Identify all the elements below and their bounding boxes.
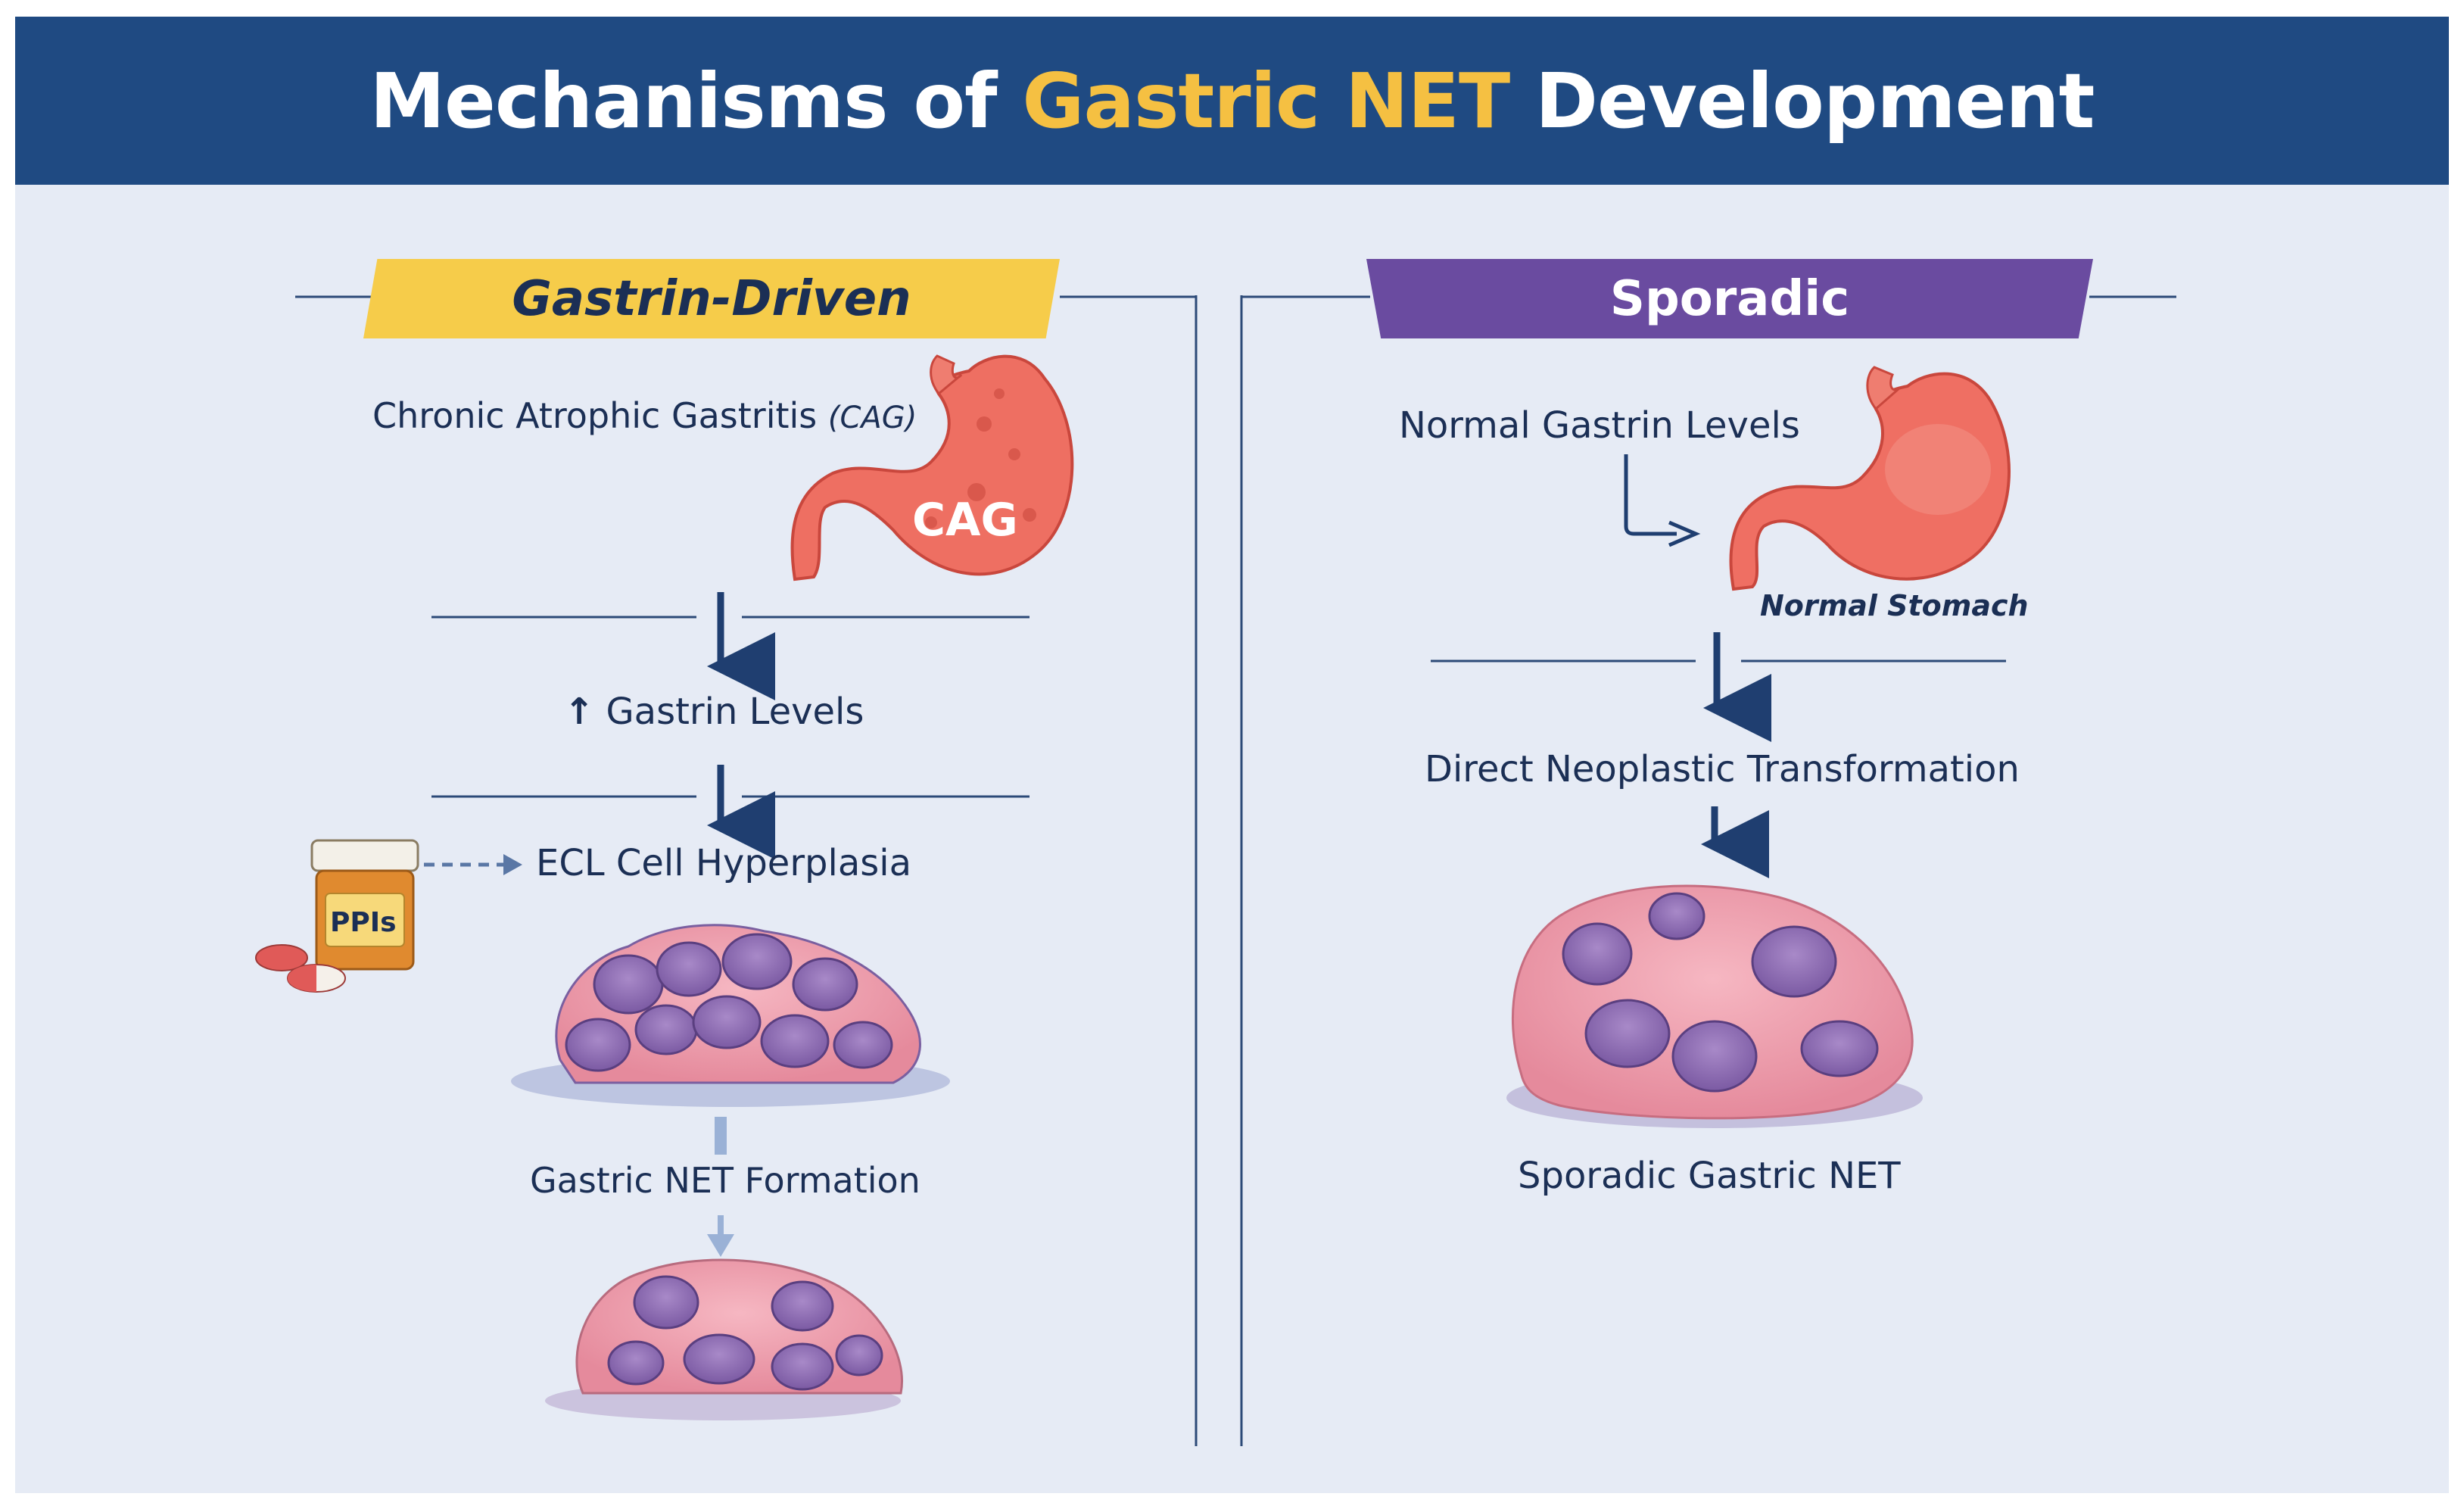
normal-gastrin-label: Normal Gastrin Levels bbox=[1399, 404, 1800, 447]
ppi-bottle-illustration bbox=[255, 839, 419, 993]
ecl-hyperplasia-label: ECL Cell Hyperplasia bbox=[536, 842, 912, 884]
ppi-bottle-label: PPIs bbox=[330, 907, 397, 938]
cag-abbr: (CAG) bbox=[827, 401, 917, 435]
ecl-hyperplasia-cluster bbox=[511, 924, 950, 1107]
gastrin-driven-title: Gastrin-Driven bbox=[512, 270, 911, 327]
arrow-gastrin-to-stomach bbox=[1624, 454, 1677, 536]
sporadic-net-label: Sporadic Gastric NET bbox=[1518, 1155, 1901, 1197]
sporadic-title: Sporadic bbox=[1609, 270, 1850, 327]
title-prefix: Mechanisms of bbox=[369, 56, 998, 145]
gastric-net-tumor bbox=[545, 1258, 903, 1420]
arrow-ppi-head bbox=[503, 854, 522, 875]
gastrin-up-arrow: ↑ bbox=[564, 691, 595, 733]
gastrin-driven-banner: Gastrin-Driven bbox=[363, 259, 1060, 338]
sporadic-net-tumor bbox=[1506, 884, 1923, 1128]
page-title: Mechanisms of Gastric NET Development bbox=[370, 57, 2095, 145]
arrow-net-to-tumor-head bbox=[707, 1234, 734, 1257]
cag-text: Chronic Atrophic Gastritis bbox=[372, 395, 818, 436]
transformation-label: Direct Neoplastic Transformation bbox=[1425, 748, 2020, 790]
cag-label: Chronic Atrophic Gastritis (CAG) bbox=[372, 395, 917, 436]
normal-stomach-illustration bbox=[1729, 366, 2011, 591]
arrow-gastrin-to-stomach-head bbox=[1668, 520, 1701, 547]
cag-stomach-illustration bbox=[790, 354, 1074, 581]
title-suffix: Development bbox=[1535, 56, 2095, 145]
gastrin-levels-label: ↑ Gastrin Levels bbox=[564, 691, 864, 733]
arrow-ecl-to-net bbox=[715, 1117, 727, 1155]
title-highlight: Gastric NET bbox=[1022, 56, 1510, 145]
title-bar: Mechanisms of Gastric NET Development bbox=[15, 17, 2449, 185]
stomach-cag-label: CAG bbox=[912, 494, 1018, 547]
net-formation-label: Gastric NET Formation bbox=[530, 1160, 920, 1201]
sporadic-banner: Sporadic bbox=[1366, 259, 2093, 338]
normal-stomach-label: Normal Stomach bbox=[1760, 589, 2029, 622]
gastrin-levels-text: Gastrin Levels bbox=[606, 691, 864, 733]
